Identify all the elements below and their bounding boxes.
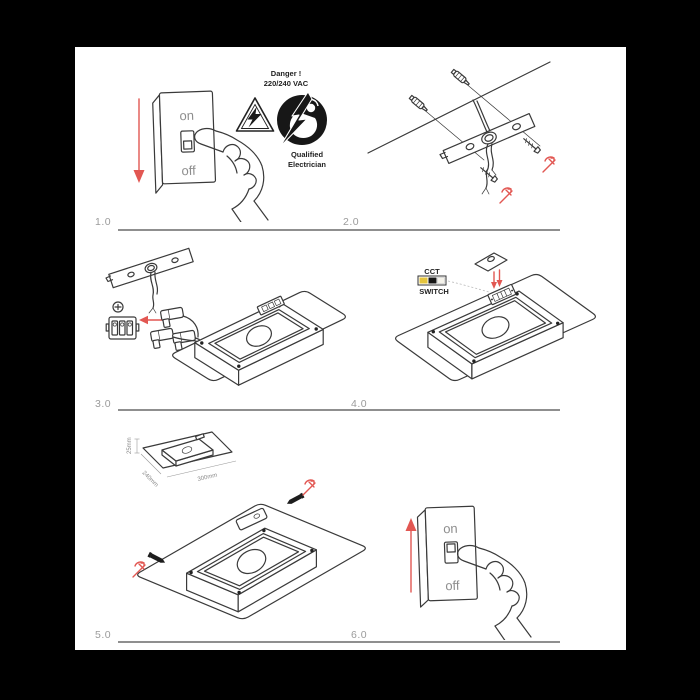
wall-anchor-icon — [408, 94, 428, 112]
leader-line — [447, 280, 490, 293]
hand-pointing-icon — [194, 127, 269, 222]
screw-head-icon — [112, 301, 124, 313]
danger-label: Danger ! 220/240 VAC — [264, 69, 309, 88]
dim-height-label: 25mm — [127, 437, 133, 454]
alignment-line — [463, 81, 541, 147]
switch-off-label: off — [445, 578, 460, 594]
screw-icon — [480, 167, 498, 183]
step-label-2: 2.0 — [343, 216, 360, 228]
qualified-line2: Electrician — [288, 160, 326, 169]
step1-illustration: on off Danger ! 220/240 VAC — [133, 69, 327, 222]
switch-on-label: on — [179, 108, 194, 123]
row2-divider — [118, 409, 560, 411]
qualified-electrician-badge-icon — [277, 91, 327, 148]
light-switch: on off — [416, 505, 478, 608]
cct-cover-plate — [474, 252, 508, 272]
bracket-wires — [148, 271, 159, 314]
dim-front-label: 300mm — [197, 473, 218, 483]
mounting-bracket — [105, 247, 194, 289]
screw-icon — [286, 492, 305, 504]
step-label-4: 4.0 — [351, 398, 368, 410]
step3-illustration — [105, 247, 346, 386]
step-label-6: 6.0 — [351, 629, 368, 641]
driver-box — [186, 507, 317, 613]
screwdriver-icon — [132, 561, 146, 578]
light-switch: on off — [152, 90, 217, 194]
screw-icon — [147, 551, 166, 563]
danger-line2: 220/240 VAC — [264, 79, 309, 88]
high-voltage-triangle-icon — [235, 97, 275, 132]
screw-icon — [523, 138, 541, 154]
switch-on-label: on — [443, 521, 458, 536]
danger-line1: Danger ! — [271, 69, 301, 78]
step-label-1: 1.0 — [95, 216, 112, 228]
step-label-3: 3.0 — [95, 398, 112, 410]
switch-toggle — [180, 130, 195, 153]
arrow-up-icon — [405, 518, 417, 593]
wall-anchor-icon — [450, 68, 470, 86]
screwdriver-icon — [499, 187, 513, 204]
power-cable-loose — [481, 143, 497, 195]
mounting-bracket — [439, 112, 536, 165]
qualified-electrician-label: Qualified Electrician — [288, 150, 326, 169]
fixture-terminal-strip — [256, 295, 285, 316]
cct-switch-icon: CCT SWITCH — [417, 267, 449, 296]
qualified-line1: Qualified — [291, 150, 324, 159]
screwdriver-icon — [542, 156, 556, 173]
step5-illustration: 25mm 240mm 300mm — [127, 431, 366, 620]
hand-pointing-icon — [457, 544, 532, 640]
dim-side-label: 240mm — [141, 470, 159, 488]
dimension-drawing: 25mm 240mm 300mm — [127, 431, 237, 489]
row1-divider — [118, 229, 560, 231]
insert-arrows-icon — [491, 269, 503, 289]
step4-illustration: CCT SWITCH — [395, 252, 596, 382]
cct-label: CCT — [424, 267, 440, 276]
switch-label: SWITCH — [419, 287, 449, 296]
switch-off-label: off — [181, 163, 196, 179]
driver-box — [427, 283, 564, 380]
cct-cover-installed — [235, 507, 268, 531]
ceiling-line — [367, 61, 551, 154]
wire-connector-icon — [160, 306, 184, 328]
step2-illustration — [367, 61, 556, 204]
power-cable — [472, 99, 492, 134]
terminal-block-icon — [105, 316, 140, 340]
screwdriver-icon — [302, 479, 316, 496]
switch-toggle — [443, 541, 459, 564]
arrow-down-icon — [133, 98, 145, 183]
cct-switch-recess — [487, 283, 517, 306]
step6-illustration: on off — [405, 505, 532, 640]
row3-divider — [118, 641, 560, 643]
step-label-5: 5.0 — [95, 629, 112, 641]
wire-connector-icon — [150, 327, 174, 349]
driver-box — [194, 295, 324, 386]
instruction-sheet: on off Danger ! 220/240 VAC — [75, 47, 626, 650]
